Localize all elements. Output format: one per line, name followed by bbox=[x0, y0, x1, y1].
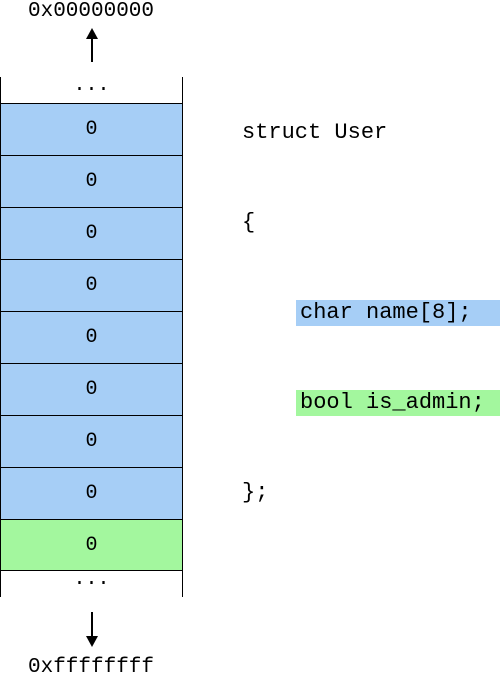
arrow-down-head bbox=[86, 636, 98, 647]
field-is-admin: bool is_admin; bbox=[296, 390, 500, 416]
memory-column: ... 0 0 0 0 0 0 0 0 0 ... bbox=[0, 74, 183, 597]
struct-definition: struct User { char name[8]; bool is_admi… bbox=[242, 58, 500, 538]
struct-field-line-is-admin: bool is_admin; bbox=[242, 388, 500, 418]
memory-cell-name-1: 0 bbox=[1, 155, 182, 207]
struct-close-brace: }; bbox=[242, 480, 269, 505]
struct-header: struct User bbox=[242, 120, 388, 145]
struct-field-line-name: char name[8]; bbox=[242, 298, 500, 328]
memory-cell-name-4: 0 bbox=[1, 311, 182, 363]
memory-cell-name-3: 0 bbox=[1, 259, 182, 311]
struct-open-brace: { bbox=[242, 210, 256, 235]
memory-cell-name-7: 0 bbox=[1, 467, 182, 519]
address-high-label: 0xffffffff bbox=[27, 656, 155, 679]
memory-ellipsis-top: ... bbox=[73, 74, 110, 97]
arrow-up-icon bbox=[86, 28, 98, 62]
address-low-label: 0x00000000 bbox=[27, 0, 155, 23]
memory-ellipsis-bottom: ... bbox=[73, 568, 110, 591]
memory-cell-name-2: 0 bbox=[1, 207, 182, 259]
memory-cell-is-admin: 0 bbox=[1, 519, 182, 571]
memory-cell-name-5: 0 bbox=[1, 363, 182, 415]
memory-cell-name-6: 0 bbox=[1, 415, 182, 467]
memory-cell-name-0: 0 bbox=[1, 103, 182, 155]
field-name: char name[8]; bbox=[296, 300, 500, 326]
arrow-up-head bbox=[86, 28, 98, 39]
arrow-down-icon bbox=[86, 612, 98, 647]
